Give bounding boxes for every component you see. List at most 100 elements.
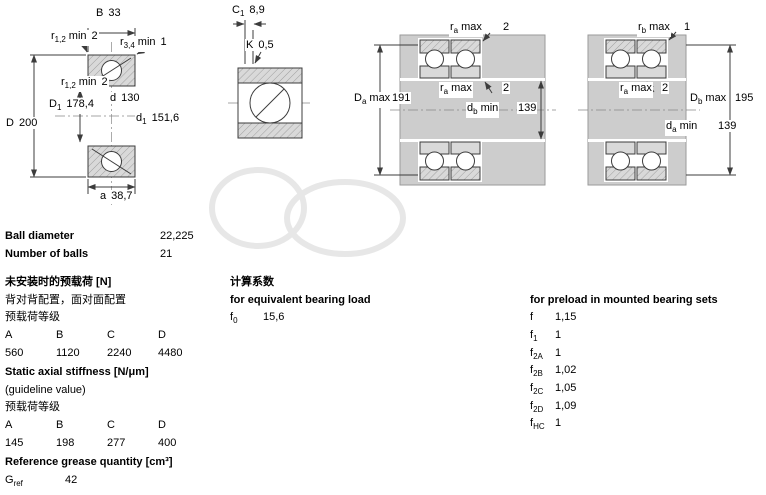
factor-symbol: f1	[530, 329, 555, 345]
f0-value: 15,6	[263, 311, 285, 323]
dim-suffix: max	[369, 92, 391, 104]
ring-detail-drawing	[228, 20, 312, 139]
factor-symbol: f2A	[530, 347, 555, 363]
dim-symbol: D	[49, 98, 57, 110]
dim-suffix: min	[480, 102, 499, 114]
dim-subscript: 1,2	[54, 35, 66, 45]
dim-value: 8,9	[249, 4, 265, 16]
symbol-main: f	[230, 311, 234, 323]
symbol-subscript: HC	[533, 422, 545, 432]
class-header: B	[56, 419, 64, 431]
class-header: B	[56, 329, 64, 341]
symbol-main: f	[530, 311, 534, 323]
dim-suffix: max	[461, 21, 482, 33]
symbol-subscript: ref	[13, 479, 23, 489]
dim-symbol: r	[61, 76, 65, 88]
stiffness-subtitle: (guideline value)	[5, 384, 86, 396]
dim-symbol: r	[450, 21, 454, 33]
class-header: D	[158, 329, 166, 341]
watermark	[209, 167, 406, 257]
factor-symbol: f	[530, 311, 555, 327]
factor-value: 1,05	[555, 382, 577, 394]
stiffness-class-label: 预载荷等级	[5, 401, 60, 413]
factor-value: 1,15	[555, 311, 577, 323]
dim-subscript: a	[623, 87, 629, 97]
dim-value: 2	[91, 30, 98, 42]
dim-symbol: K	[246, 39, 254, 51]
stiffness-class-headers: A B C D	[5, 419, 209, 432]
class-value: 2240	[107, 347, 132, 359]
calc-factors-title: 计算系数	[230, 276, 274, 288]
number-of-balls-value: 21	[160, 248, 173, 260]
symbol-main: f	[530, 417, 534, 429]
dim-subscript: b	[641, 26, 647, 36]
housing-fit-drawing	[374, 32, 556, 186]
factor-value: 1	[555, 417, 562, 429]
dim-subscript: a	[453, 26, 459, 36]
dim-subscript: 1	[142, 117, 147, 127]
dim-symbol: r	[51, 30, 55, 42]
factor-symbol: f2C	[530, 382, 555, 398]
dim-value: 2	[101, 76, 108, 88]
ball-diameter-label: Ball diameter	[5, 230, 75, 242]
dim-suffix: max	[631, 82, 652, 94]
factor-symbol: f2D	[530, 400, 555, 416]
symbol-main: f	[530, 400, 534, 412]
class-header: D	[158, 419, 166, 431]
symbol-main: f	[530, 382, 534, 394]
dim-value: 200	[18, 117, 38, 129]
preload-class-headers: A B C D	[5, 329, 209, 342]
symbol-subscript: 0	[233, 316, 238, 326]
dim-subscript: a	[443, 87, 449, 97]
technical-drawings	[30, 20, 736, 257]
grease-value: 42	[65, 474, 78, 486]
factor-value: 1,02	[555, 364, 577, 376]
dim-suffix: min	[78, 76, 97, 88]
dim-symbol: a	[100, 190, 107, 202]
f0-symbol: f0	[230, 311, 263, 327]
preload-factor-row: fHC 1	[530, 417, 561, 433]
class-header: A	[5, 329, 13, 341]
dim-suffix: min	[68, 30, 87, 42]
number-of-balls-row: Number of balls 21	[5, 248, 172, 261]
grease-symbol: Gref	[5, 474, 65, 490]
factor-symbol: f2B	[530, 364, 555, 380]
class-value: 198	[56, 437, 75, 449]
symbol-main: f	[530, 329, 534, 341]
dim-value: 1	[160, 36, 167, 48]
preload-class-label: 预载荷等级	[5, 311, 60, 323]
symbol-subscript: 2C	[533, 387, 544, 397]
class-value: 4480	[158, 347, 183, 359]
dim-value: 151,6	[151, 112, 180, 124]
dim-suffix: min	[679, 120, 698, 132]
class-value: 560	[5, 347, 24, 359]
factor-value: 1,09	[555, 400, 577, 412]
dim-symbol: r	[620, 82, 624, 94]
preload-factor-row: f 1,15	[530, 311, 576, 327]
dim-subscript: b	[697, 97, 703, 107]
class-value: 145	[5, 437, 24, 449]
dim-suffix: min	[137, 36, 156, 48]
dim-subscript: a	[361, 97, 367, 107]
dim-subscript: 1	[56, 103, 62, 113]
dim-symbol: d	[136, 112, 143, 124]
dim-symbol: C	[232, 4, 240, 16]
number-of-balls-label: Number of balls	[5, 248, 89, 260]
preload-unmounted-title: 未安装时的预载荷 [N]	[5, 276, 112, 288]
dim-ra-max-shaft-mid-value: 2	[661, 82, 670, 94]
class-header: A	[5, 419, 13, 431]
class-header: C	[107, 329, 115, 341]
dim-da-min-value: 139	[717, 120, 738, 132]
